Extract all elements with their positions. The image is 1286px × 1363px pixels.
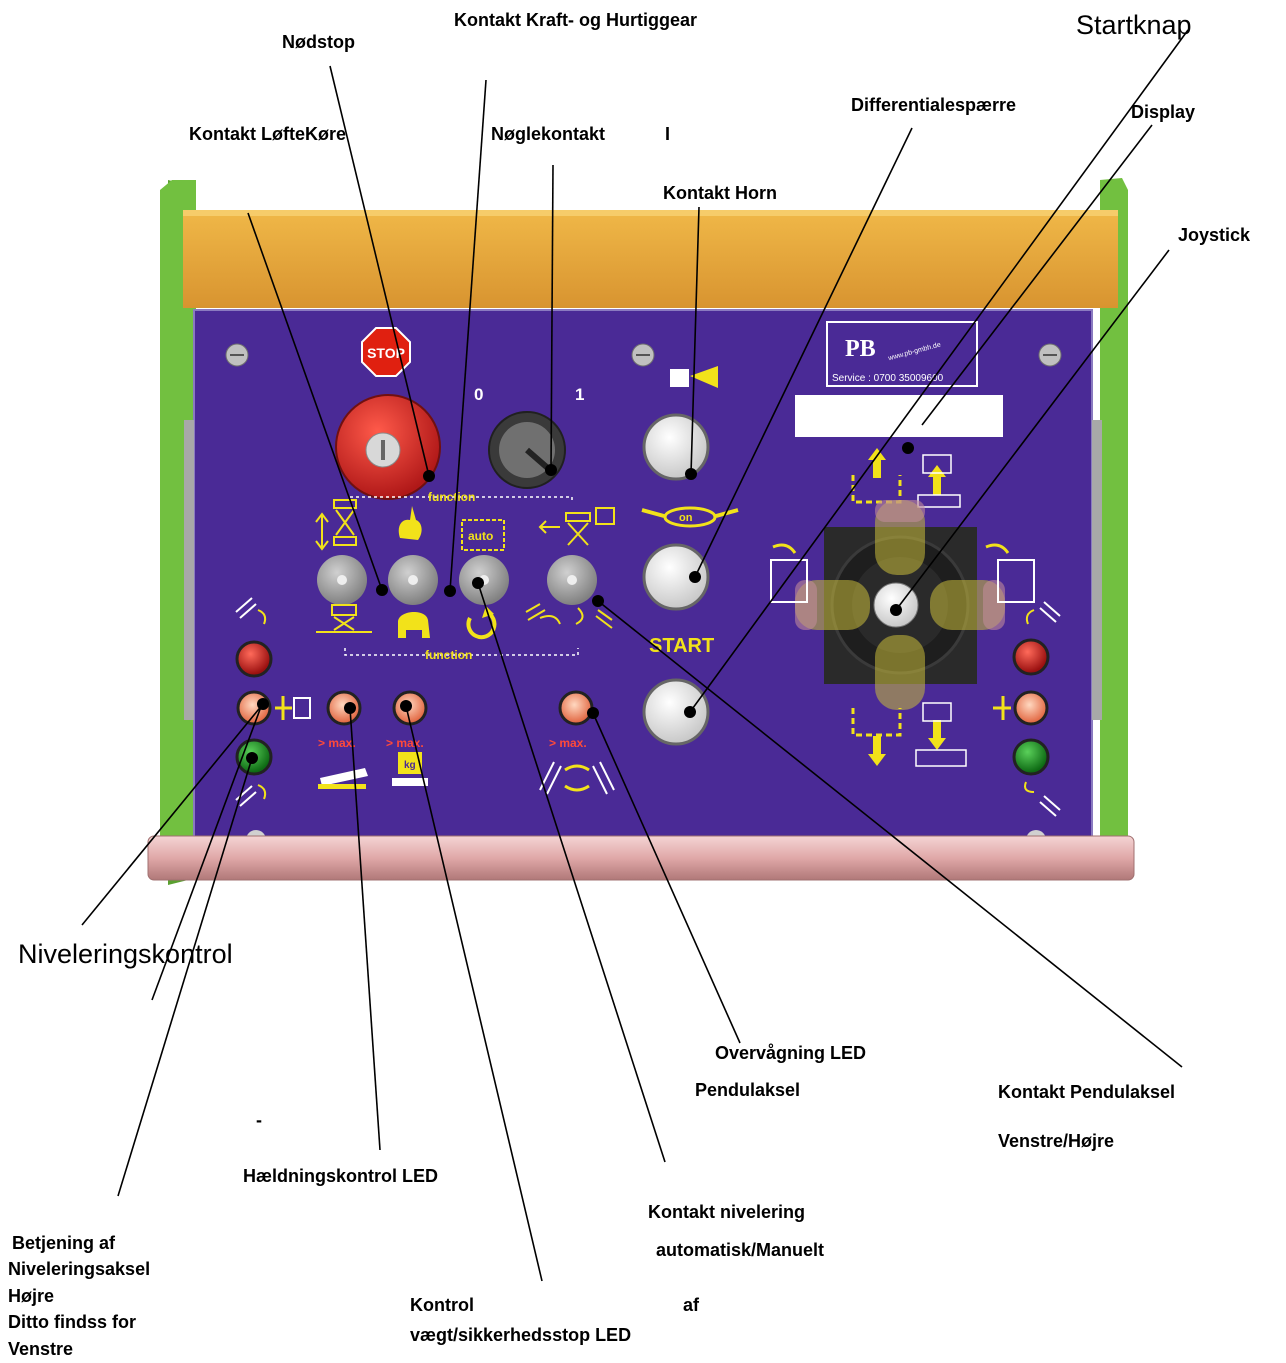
lift-drive-switch[interactable] — [317, 555, 367, 605]
max-label-tilt: > max. — [318, 736, 356, 750]
label-haeldning: Hældningskontrol LED — [243, 1166, 438, 1186]
differential-lock-button[interactable] — [642, 543, 710, 611]
label-kontrol-2: af — [683, 1295, 700, 1315]
label-kontakt-horn: Kontakt Horn — [663, 183, 777, 203]
svg-text:auto: auto — [468, 529, 493, 543]
level-red-led — [235, 640, 273, 678]
function-label-top: function — [428, 490, 475, 504]
level-axle-icon — [275, 696, 311, 720]
wheel-tilt-icon — [235, 597, 267, 625]
display-screen — [795, 395, 1003, 437]
label-betjening-3: Højre — [8, 1286, 54, 1306]
label-betjening-1: Betjening af — [12, 1233, 116, 1253]
label-startknap: Startknap — [1076, 10, 1192, 40]
label-betjening-5: Venstre — [8, 1339, 73, 1359]
steer-right-icon — [985, 543, 1035, 603]
machine-panel: STOP 0 1 function auto — [147, 178, 1135, 885]
label-joystick: Joystick — [1178, 225, 1251, 245]
label-kontakt-pendul-2: Venstre/Højre — [998, 1131, 1114, 1151]
leader-lines — [81, 29, 1189, 1282]
wheel-tilt-right-lower-icon — [1024, 781, 1061, 817]
tilt-platform-icon — [318, 768, 368, 789]
svg-text:PB: PB — [845, 336, 876, 362]
key-pos-1: 1 — [575, 385, 584, 404]
stop-sign-icon: STOP — [361, 327, 411, 377]
rabbit-icon — [398, 506, 422, 540]
screw-icon — [225, 343, 249, 367]
right-axle-led — [1013, 690, 1049, 726]
label-niveleringskontrol: Niveleringskontrol — [18, 939, 233, 969]
wheel-tilt-right-icon — [1025, 601, 1061, 625]
leader-dots — [246, 442, 914, 764]
max-label-weight: > max. — [386, 736, 424, 750]
auto-icon: auto — [461, 519, 505, 551]
pendulum-axle-switch[interactable] — [547, 555, 597, 605]
label-dash: - — [256, 1110, 262, 1130]
lift-icon — [315, 499, 357, 551]
top-band — [183, 210, 1118, 308]
screw-icon — [1038, 343, 1062, 367]
right-axle-icon — [993, 696, 1011, 720]
label-kontakt-lofte: Kontakt LøfteKøre — [189, 124, 346, 144]
start-label: START — [649, 635, 714, 657]
function-label-bottom: function — [425, 648, 472, 662]
label-kontakt-niv-2: automatisk/Manuelt — [656, 1240, 824, 1260]
label-nodstop: Nødstop — [282, 32, 355, 52]
label-differentialespaerre: Differentialespærre — [851, 95, 1016, 115]
key-pos-0: 0 — [474, 385, 483, 404]
horn-button[interactable] — [642, 413, 710, 481]
drive-lift-icon — [538, 507, 615, 546]
wheel-tilt-lower-icon — [235, 784, 267, 807]
label-display: Display — [1131, 102, 1195, 122]
svg-text:on: on — [679, 512, 693, 524]
pendulum-led — [558, 690, 594, 726]
right-green-led — [1012, 738, 1050, 776]
auto-manual-switch[interactable] — [459, 555, 509, 605]
horn-icon — [670, 366, 718, 388]
platform-icon — [316, 604, 372, 633]
start-button[interactable] — [642, 678, 710, 746]
max-label-pendulum: > max. — [549, 736, 587, 750]
screw-icon — [631, 343, 655, 367]
callout-labels: Nødstop Kontakt Kraft- og Hurtiggear Sta… — [8, 10, 1251, 1359]
elephant-icon — [398, 611, 430, 638]
label-kontakt-niv-1: Kontakt nivelering — [648, 1202, 805, 1222]
joystick-backward-icon — [851, 702, 967, 767]
label-betjening-4: Ditto findss for — [8, 1312, 136, 1332]
right-frame — [1100, 178, 1128, 880]
speed-gear-switch[interactable] — [388, 555, 438, 605]
differential-lock-icon: on — [641, 506, 739, 528]
right-red-led — [1012, 638, 1050, 676]
weight-icon: kg — [392, 752, 428, 786]
key-switch[interactable] — [488, 411, 566, 489]
tilt-wheels-icon — [525, 603, 613, 629]
label-overvagning-1: Overvågning LED — [715, 1043, 866, 1063]
steer-left-icon — [770, 543, 808, 603]
label-kontakt-kraft: Kontakt Kraft- og Hurtiggear — [454, 10, 697, 30]
svg-text:STOP: STOP — [367, 345, 405, 361]
label-overvagning-2: Pendulaksel — [695, 1080, 800, 1100]
emergency-stop-button[interactable] — [335, 394, 441, 500]
svg-text:kg: kg — [404, 760, 416, 771]
svg-text:Service : 0700 35009600: Service : 0700 35009600 — [832, 373, 944, 384]
label-kontrol-1: Kontrol — [410, 1295, 474, 1315]
label-betjening-2: Niveleringsaksel — [8, 1259, 150, 1279]
handle-rod — [147, 835, 1135, 881]
label-kontakt-pendul-1: Kontakt Pendulaksel — [998, 1082, 1175, 1102]
label-kontrol-3: vægt/sikkerhedsstop LED — [410, 1325, 631, 1345]
pendulum-axle-icon — [539, 761, 615, 795]
label-noglekontakt: Nøglekontakt — [491, 124, 605, 144]
label-noglekontakt-suffix: I — [665, 124, 670, 144]
